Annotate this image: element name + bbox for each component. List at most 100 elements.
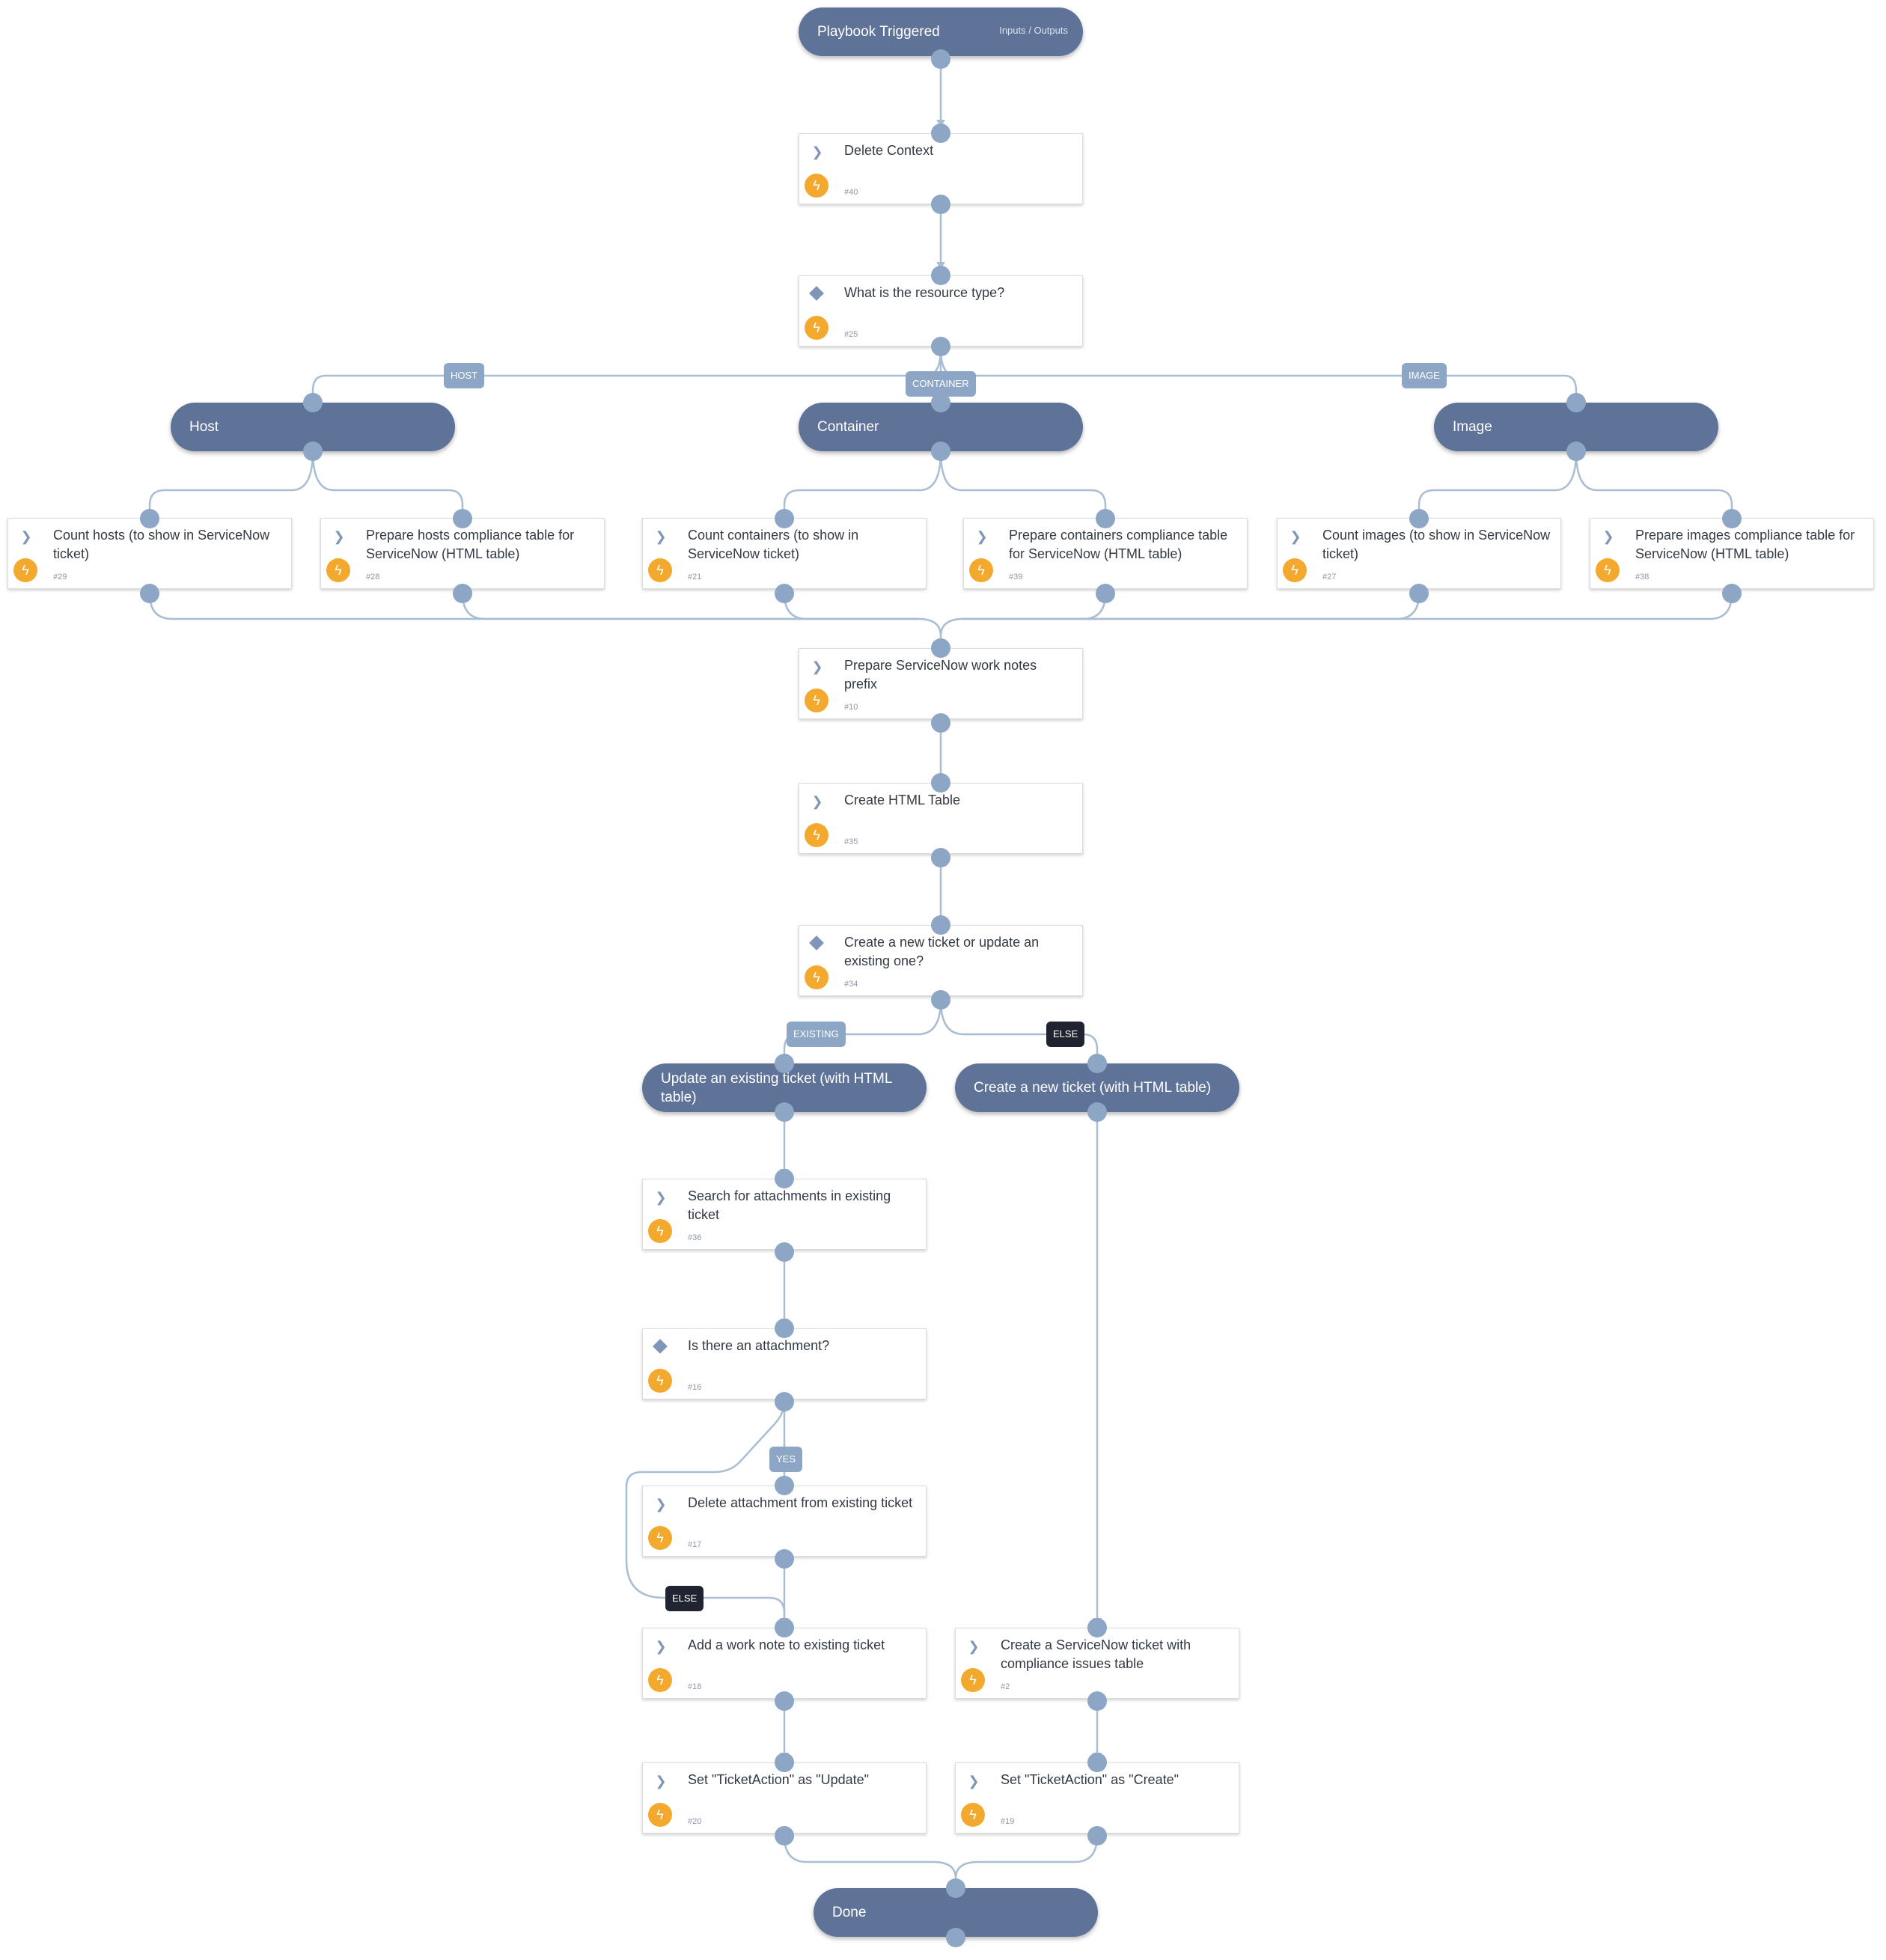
port[interactable] — [775, 1319, 794, 1338]
port[interactable] — [931, 915, 950, 935]
port[interactable] — [931, 990, 950, 1010]
branch-tag-host: HOST — [444, 363, 485, 388]
port[interactable] — [453, 509, 472, 528]
task-count-hosts[interactable]: ❯ ϟ Count hosts (to show in ServiceNow t… — [7, 518, 292, 589]
port[interactable] — [1722, 584, 1742, 603]
port[interactable] — [931, 337, 950, 356]
port[interactable] — [931, 848, 950, 867]
task-id: #36 — [688, 1233, 702, 1242]
task-title: Count hosts (to show in ServiceNow ticke… — [53, 528, 270, 561]
task-prepare-containers-table[interactable]: ❯ ϟ Prepare containers compliance table … — [963, 518, 1248, 589]
port[interactable] — [946, 1928, 965, 1947]
lightning-icon: ϟ — [1596, 558, 1620, 582]
task-create-snow-ticket[interactable]: ❯ ϟ Create a ServiceNow ticket with comp… — [955, 1628, 1239, 1699]
task-id: #18 — [688, 1682, 702, 1691]
port[interactable] — [931, 123, 950, 143]
lightning-icon: ϟ — [648, 1219, 672, 1243]
port[interactable] — [775, 1169, 794, 1188]
task-prepare-hosts-table[interactable]: ❯ ϟ Prepare hosts compliance table for S… — [320, 518, 605, 589]
port[interactable] — [453, 584, 472, 603]
edge — [311, 451, 464, 516]
port[interactable] — [931, 195, 950, 214]
condition-is-attachment[interactable]: ϟ Is there an attachment? #16 — [642, 1328, 927, 1399]
port[interactable] — [931, 638, 950, 658]
task-id: #20 — [688, 1817, 702, 1826]
chevron-right-icon: ❯ — [1602, 529, 1614, 544]
port[interactable] — [775, 1054, 794, 1073]
task-id: #21 — [688, 573, 702, 581]
port[interactable] — [775, 1102, 794, 1122]
port[interactable] — [1087, 1753, 1107, 1772]
lightning-icon: ϟ — [13, 558, 37, 582]
condition-create-or-update[interactable]: ϟ Create a new ticket or update an exist… — [799, 925, 1083, 996]
section-update-existing-ticket[interactable]: Update an existing ticket (with HTML tab… — [642, 1063, 927, 1112]
port[interactable] — [303, 442, 323, 461]
port[interactable] — [1087, 1691, 1107, 1711]
task-delete-context[interactable]: ❯ ϟ Delete Context #40 — [799, 133, 1083, 204]
port[interactable] — [931, 49, 950, 69]
inputs-outputs-link[interactable]: Inputs / Outputs — [999, 25, 1068, 36]
port[interactable] — [303, 393, 323, 412]
task-id: #39 — [1009, 573, 1023, 581]
port[interactable] — [1722, 509, 1742, 528]
task-count-containers[interactable]: ❯ ϟ Count containers (to show in Service… — [642, 518, 927, 589]
chevron-right-icon: ❯ — [333, 529, 345, 544]
port[interactable] — [1087, 1102, 1107, 1122]
task-id: #29 — [53, 573, 67, 581]
port[interactable] — [775, 509, 794, 528]
port[interactable] — [775, 1549, 794, 1569]
branch-tag-existing: EXISTING — [787, 1022, 846, 1047]
port[interactable] — [775, 1753, 794, 1772]
port[interactable] — [775, 584, 794, 603]
port[interactable] — [1409, 509, 1429, 528]
task-create-html-table[interactable]: ❯ ϟ Create HTML Table #35 — [799, 783, 1083, 854]
port[interactable] — [1566, 442, 1586, 461]
task-work-notes-prefix[interactable]: ❯ ϟ Prepare ServiceNow work notes prefix… — [799, 648, 1083, 719]
port[interactable] — [775, 1826, 794, 1845]
playbook-triggered-node[interactable]: Playbook Triggered Inputs / Outputs — [799, 7, 1083, 56]
lightning-icon: ϟ — [648, 1369, 672, 1393]
port[interactable] — [775, 1691, 794, 1711]
task-delete-attachment[interactable]: ❯ ϟ Delete attachment from existing tick… — [642, 1486, 927, 1557]
edge — [963, 593, 1733, 620]
edge — [954, 1835, 1099, 1879]
port[interactable] — [1096, 584, 1115, 603]
port[interactable] — [931, 266, 950, 285]
port[interactable] — [946, 1878, 965, 1898]
task-count-images[interactable]: ❯ ϟ Count images (to show in ServiceNow … — [1277, 518, 1561, 589]
port[interactable] — [1409, 584, 1429, 603]
port[interactable] — [1087, 1618, 1107, 1637]
task-set-create[interactable]: ❯ ϟ Set "TicketAction" as "Create" #19 — [955, 1762, 1239, 1834]
playbook-triggered-label: Playbook Triggered — [817, 24, 940, 40]
port[interactable] — [140, 584, 159, 603]
task-add-work-note[interactable]: ❯ ϟ Add a work note to existing ticket #… — [642, 1628, 927, 1699]
port[interactable] — [775, 1392, 794, 1411]
port[interactable] — [1566, 393, 1586, 412]
edge — [625, 1401, 786, 1624]
task-title: Prepare images compliance table for Serv… — [1635, 528, 1855, 561]
task-set-update[interactable]: ❯ ϟ Set "TicketAction" as "Update" #20 — [642, 1762, 927, 1834]
edge — [963, 593, 1420, 620]
task-search-attachments[interactable]: ❯ ϟ Search for attachments in existing t… — [642, 1179, 927, 1250]
task-title: Set "TicketAction" as "Create" — [1001, 1772, 1179, 1787]
port[interactable] — [931, 442, 950, 461]
task-title: Prepare hosts compliance table for Servi… — [366, 528, 575, 561]
task-id: #2 — [1001, 1682, 1010, 1691]
lightning-icon: ϟ — [805, 965, 828, 989]
port[interactable] — [775, 1242, 794, 1262]
task-title: Add a work note to existing ticket — [688, 1637, 885, 1652]
port[interactable] — [140, 509, 159, 528]
port[interactable] — [775, 1476, 794, 1495]
port[interactable] — [775, 1618, 794, 1637]
task-title: Prepare containers compliance table for … — [1009, 528, 1228, 561]
edge — [1575, 451, 1733, 516]
diamond-icon — [809, 286, 824, 301]
task-title: Count images (to show in ServiceNow tick… — [1322, 528, 1551, 561]
port[interactable] — [1096, 509, 1115, 528]
port[interactable] — [1087, 1054, 1107, 1073]
condition-resource-type[interactable]: ϟ What is the resource type? #25 — [799, 275, 1083, 346]
port[interactable] — [1087, 1826, 1107, 1845]
task-prepare-images-table[interactable]: ❯ ϟ Prepare images compliance table for … — [1590, 518, 1874, 589]
port[interactable] — [931, 773, 950, 793]
port[interactable] — [931, 713, 950, 733]
